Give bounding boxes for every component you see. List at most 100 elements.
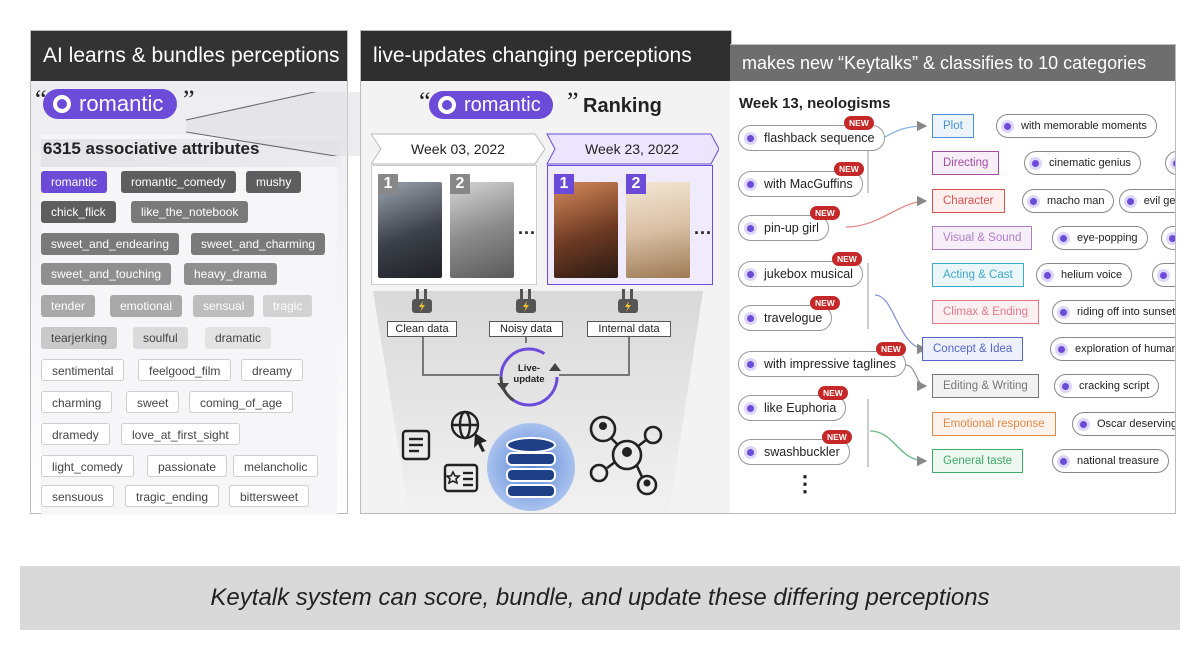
data-source-label: Noisy data xyxy=(489,321,563,337)
keytalk-icon xyxy=(1166,231,1175,245)
keytalk-icon xyxy=(744,311,757,325)
keytalk-label: cinematic genius xyxy=(1049,157,1131,169)
database-icon xyxy=(487,423,575,511)
category-directing: Directing xyxy=(932,151,1000,175)
movie-poster xyxy=(626,182,690,278)
keytalk-pill: lea xyxy=(1151,263,1175,287)
neologism-panel: makes new “Keytalks” & classifies to 10 … xyxy=(730,44,1176,514)
keytalk-pill xyxy=(1161,226,1175,250)
classification-arrows xyxy=(845,120,928,467)
attributes-title: 6315 associative attributes xyxy=(41,139,341,167)
new-badge: NEW xyxy=(822,430,852,444)
attribute-tag: sentimental xyxy=(41,359,125,381)
keytalk-icon xyxy=(1057,454,1070,468)
ranking-label: Ranking xyxy=(583,95,662,117)
neologism-label: travelogue xyxy=(764,311,823,325)
keytalk-pill: evil geniu xyxy=(1118,189,1176,213)
neologism-label: pin-up girl xyxy=(764,221,819,235)
rank-number: 2 xyxy=(450,174,470,194)
keytalk-icon xyxy=(1057,305,1070,319)
new-badge: NEW xyxy=(834,162,864,176)
keytalk-pill: cracking script xyxy=(1054,374,1160,398)
neologism-label: swashbuckler xyxy=(764,445,840,459)
keytalk-pill: with memorable moments xyxy=(996,114,1157,138)
zoom-connector xyxy=(186,92,362,156)
keytalk-icon xyxy=(1077,417,1090,431)
document-web-review-icons xyxy=(401,410,487,493)
network-people-icon xyxy=(589,415,663,496)
keytalk-label: Oscar deserving xyxy=(1097,418,1176,430)
keytalk-icon xyxy=(1123,194,1137,208)
keytalk-icon xyxy=(744,267,757,281)
movie-poster xyxy=(450,182,514,278)
attribute-tag: emotional xyxy=(110,295,183,317)
panel-header: AI learns & bundles perceptions xyxy=(31,31,347,81)
keytalk-icon xyxy=(744,131,757,145)
open-quote: “ xyxy=(419,87,431,116)
keytalk-label: macho man xyxy=(1047,195,1105,207)
attribute-tag: soulful xyxy=(133,327,188,349)
flow-lines xyxy=(422,337,630,407)
live-update-panel: live-updates changing perceptions “ roma… xyxy=(360,30,732,514)
category-visual-sound: Visual & Sound xyxy=(932,226,1033,250)
attribute-tag: mushy xyxy=(246,171,302,193)
attribute-tag: bittersweet xyxy=(229,485,310,507)
keytalk-icon xyxy=(1001,119,1014,133)
keytalk-icon xyxy=(1029,156,1042,170)
attribute-tag: tender xyxy=(41,295,96,317)
keytalk-icon xyxy=(1059,379,1072,393)
data-source-label: Clean data xyxy=(387,321,457,337)
movie-poster xyxy=(554,182,618,278)
week-arrows xyxy=(371,133,719,165)
attribute-tag: romantic_comedy xyxy=(121,171,236,193)
live-update-label: Live-update xyxy=(513,363,545,385)
keyword-label: romantic xyxy=(464,93,541,116)
attribute-tag: passionate xyxy=(147,455,228,477)
keytalk-icon xyxy=(744,177,757,191)
attribute-tag: melancholic xyxy=(233,455,319,477)
panel-body: “ romantic ” 6315 associative attributes… xyxy=(31,81,347,515)
neologism-label: like Euphoria xyxy=(764,401,837,415)
attribute-tag: romantic xyxy=(41,171,108,193)
neologism-label: flashback sequence xyxy=(764,131,875,145)
keytalk-icon xyxy=(1027,194,1040,208)
attribute-tag: sweet_and_touching xyxy=(41,263,172,285)
category-emotional-response: Emotional response xyxy=(932,412,1056,436)
attribute-tag: light_comedy xyxy=(41,455,134,477)
attribute-tag: tragic_ending xyxy=(125,485,220,507)
more-neologisms: ⋮ xyxy=(794,471,816,496)
keytalk-pill: helium voice xyxy=(1036,263,1133,287)
caption-bar: Keytalk system can score, bundle, and up… xyxy=(20,566,1180,630)
open-quote: “ xyxy=(35,85,47,114)
keyword-pill: romantic xyxy=(43,89,178,119)
week-label-old: Week 03, 2022 xyxy=(411,141,505,157)
keytalk-label: national treasure xyxy=(1077,455,1159,467)
new-badge: NEW xyxy=(832,252,862,266)
keytalk-label: evil geniu xyxy=(1143,195,1176,207)
attribute-tag: sweet xyxy=(126,391,180,413)
keytalk-icon xyxy=(744,357,757,371)
keytalk-icon xyxy=(1055,342,1068,356)
attribute-tag: dreamy xyxy=(241,359,304,381)
neologism-label: with MacGuffins xyxy=(764,177,853,191)
keytalk-pill: riding off into sunset xyxy=(1052,300,1175,324)
week-old-ranking: 1 2 ... xyxy=(371,165,537,285)
keytalk-pill: Oscar deserving xyxy=(1072,412,1176,436)
panel-body: “ romantic ” Ranking Week 03, 2022 Week … xyxy=(361,81,731,513)
neologism-pill: jukebox musical xyxy=(738,261,863,287)
attribute-tag: feelgood_film xyxy=(138,359,232,381)
movie-poster xyxy=(378,182,442,278)
new-badge: NEW xyxy=(810,296,840,310)
rank-number: 1 xyxy=(554,174,574,194)
week-label-new: Week 23, 2022 xyxy=(585,141,679,157)
keytalk-pill: macho man xyxy=(1022,189,1115,213)
keytalk-icon xyxy=(744,445,757,459)
more-dots: ... xyxy=(518,218,537,238)
caption-text: Keytalk system can score, bundle, and up… xyxy=(210,584,990,611)
attribute-tag: dramatic xyxy=(205,327,272,349)
keytalk-label: exploration of human xyxy=(1075,343,1176,355)
keytalk-pill: exploration of human xyxy=(1050,337,1176,361)
keyword-label: romantic xyxy=(79,91,164,116)
keytalk-label: with memorable moments xyxy=(1021,120,1147,132)
rank-number: 2 xyxy=(626,174,646,194)
